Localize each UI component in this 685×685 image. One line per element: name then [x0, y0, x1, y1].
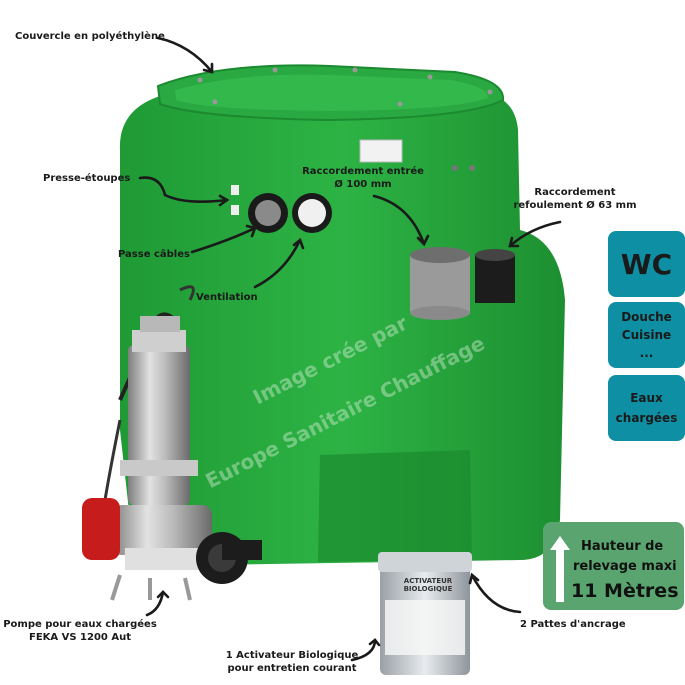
label-pump-line1: Pompe pour eaux chargées: [3, 619, 157, 630]
label-inlet-line2: Ø 100 mm: [334, 179, 392, 190]
label-anchors: 2 Pattes d'ancrage: [520, 619, 626, 630]
label-outlet-line2: refoulement Ø 63 mm: [513, 200, 637, 211]
tank: [119, 64, 565, 565]
tile-wc: WC: [608, 231, 685, 297]
label-outlet: Raccordement refoulement Ø 63 mm: [510, 186, 640, 212]
tile-shower-line1: Douche: [621, 310, 672, 324]
height-line-1: Hauteur de: [581, 539, 664, 554]
pump: [82, 285, 262, 601]
tile-shower-line3: ...: [639, 346, 654, 360]
tile-wc-label: WC: [620, 247, 673, 281]
height-box: Hauteur de relevage maxi 11 Mètres: [543, 522, 684, 610]
label-inlet-line1: Raccordement entrée: [302, 166, 424, 177]
tile-waste-water: Eaux chargées: [608, 375, 685, 441]
label-lid: Couvercle en polyéthylène: [15, 31, 165, 42]
label-pump-line2: FEKA VS 1200 Aut: [28, 632, 131, 643]
label-activator-line1: 1 Activateur Biologique: [225, 650, 359, 661]
label-activator-line2: pour entretien courant: [227, 663, 357, 674]
tile-shower-line2: Cuisine: [621, 328, 672, 342]
tile-waste-line1: Eaux: [630, 391, 663, 405]
height-line-2: relevage maxi: [573, 559, 677, 574]
up-arrow-icon: [550, 536, 570, 602]
tile-waste-line2: chargées: [615, 411, 678, 425]
label-ventilation: Ventilation: [196, 292, 258, 303]
height-line-3: 11 Mètres: [571, 580, 679, 602]
label-activator: 1 Activateur Biologique pour entretien c…: [212, 649, 372, 675]
label-pump: Pompe pour eaux chargées FEKA VS 1200 Au…: [2, 618, 158, 644]
label-inlet: Raccordement entrée Ø 100 mm: [298, 165, 428, 191]
label-gland: Presse-étoupes: [43, 173, 131, 184]
jar-label: ACTIVATEUR BIOLOGIQUE: [403, 577, 453, 593]
callout-arrows: [138, 36, 562, 662]
label-cable-pass: Passe câbles: [118, 249, 190, 260]
label-outlet-line1: Raccordement: [534, 187, 616, 198]
tile-shower-kitchen: Douche Cuisine ...: [608, 302, 685, 368]
activator-jar: [378, 552, 472, 675]
